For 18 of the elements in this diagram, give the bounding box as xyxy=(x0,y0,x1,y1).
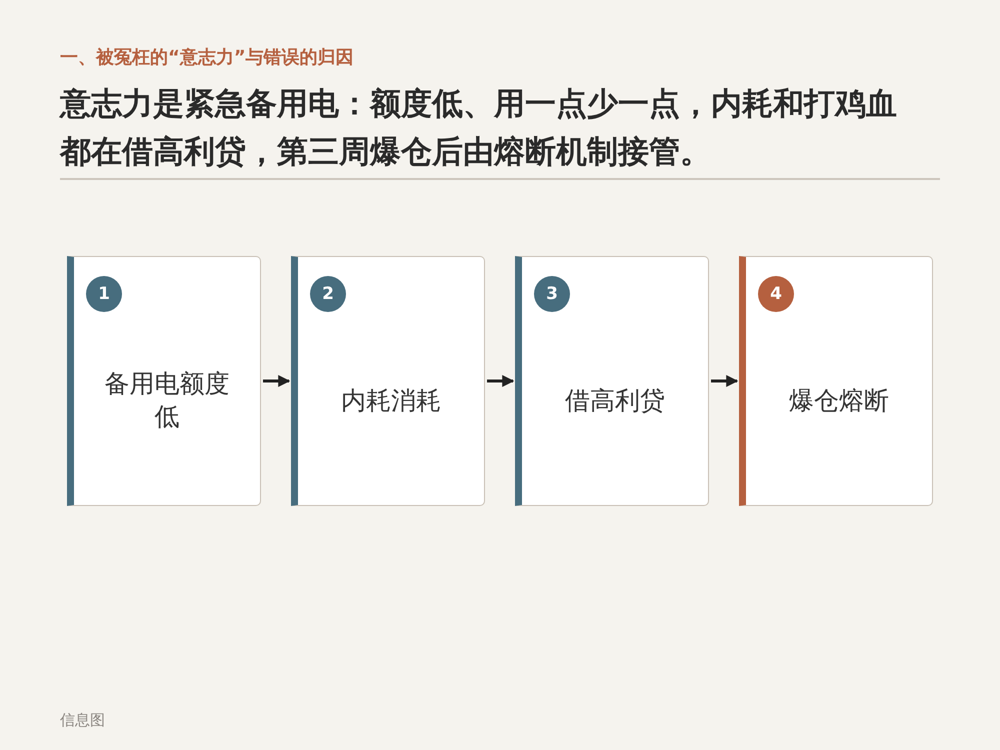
step-label: 内耗消耗 xyxy=(340,384,442,416)
step-label: 备用电额度低 xyxy=(104,368,230,433)
step-card xyxy=(291,256,485,506)
arrow xyxy=(487,375,514,387)
step-number: 1 xyxy=(86,276,122,312)
step-card xyxy=(739,256,933,506)
headline: 意志力是紧急备用电：额度低、用一点少一点，内耗和打鸡血都在借高利贷，第三周爆仓后由熔断机制接管。 xyxy=(60,85,898,172)
footer-note: 信息图 xyxy=(60,710,105,730)
step-number: 3 xyxy=(534,276,570,312)
arrow xyxy=(711,375,738,387)
step-card xyxy=(67,256,261,506)
step-number: 2 xyxy=(310,276,346,312)
section-heading: 一、被冤枉的“意志力”与错误的归因 xyxy=(60,46,354,70)
step-label: 爆仓熔断 xyxy=(788,384,890,416)
step-number: 4 xyxy=(758,276,794,312)
arrow xyxy=(263,375,290,387)
step-card xyxy=(515,256,709,506)
step-label: 借高利贷 xyxy=(564,384,666,416)
